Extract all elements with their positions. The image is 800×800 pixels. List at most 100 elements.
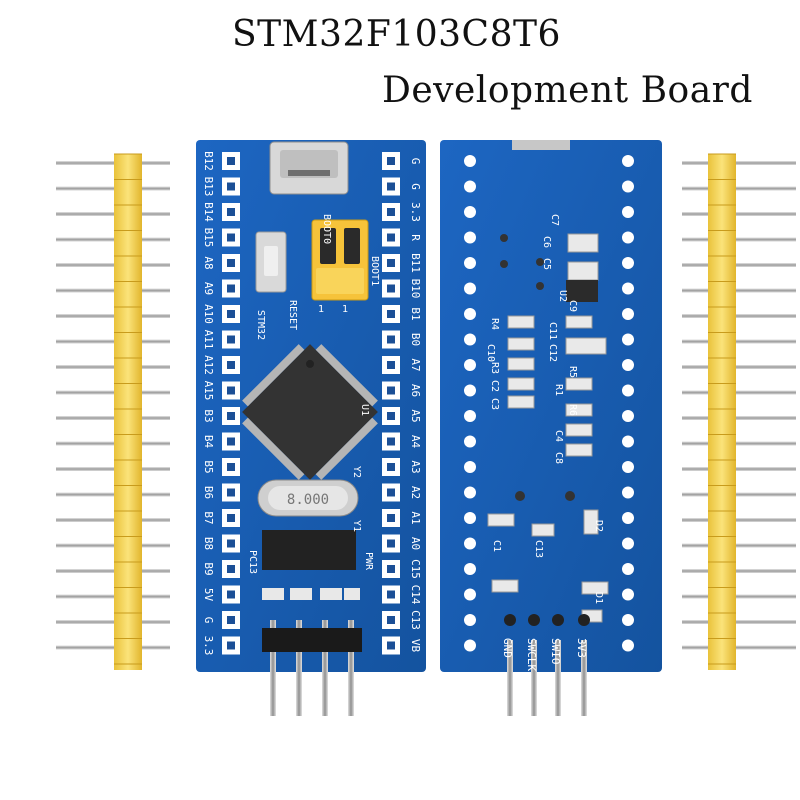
pin-hole: [622, 333, 634, 346]
header-pin: [56, 594, 170, 599]
pin-label: B1: [409, 307, 422, 320]
pin-label: A4: [409, 435, 422, 449]
header-pin: [682, 288, 796, 293]
pin-label: C15: [409, 559, 422, 579]
mcu-chip: [242, 344, 378, 480]
pin-hole: [464, 257, 476, 269]
pin-hole: [464, 308, 476, 320]
pin-hole: [622, 384, 634, 397]
pin-label: B8: [202, 537, 215, 550]
pin-hole: [464, 231, 476, 244]
label-pc13: PC13: [247, 550, 258, 574]
header-pin: [56, 543, 170, 548]
component-label: C5: [541, 258, 552, 270]
header-pin: [682, 645, 796, 650]
label-y2: Y2: [351, 466, 362, 478]
swd-label: SWIO: [549, 638, 562, 665]
swd-pin: [322, 620, 328, 716]
header-pin: [56, 365, 170, 369]
header-pin: [682, 212, 796, 216]
pin-label: C13: [409, 610, 422, 630]
header-pin: [56, 263, 170, 267]
pin-hole: [622, 257, 634, 269]
back-swd-pins: [504, 614, 590, 716]
component-label: C10: [485, 344, 496, 362]
label-pwr: PWR: [363, 552, 374, 571]
pin-label: B4: [202, 435, 215, 449]
component-label: C8: [553, 452, 564, 464]
label-brand: STM32: [255, 310, 266, 340]
pin-label: A1: [409, 511, 422, 524]
label-crystal: 8.000: [287, 492, 329, 508]
front-left-pin-column: [222, 152, 240, 655]
title-line-2: Development Board: [382, 70, 753, 111]
header-pin: [56, 492, 170, 497]
pin-label: A7: [409, 358, 422, 371]
component-label: C9: [567, 300, 578, 312]
header-pin: [682, 263, 796, 267]
pin-label: A15: [202, 381, 215, 401]
header-pin: [682, 390, 796, 395]
component-label: C11: [547, 322, 558, 340]
pin-label: A3: [409, 460, 422, 473]
front-left-pin-labels: B12B13B14B15A8A9A10A11A12A15B3B4B5B6B7B8…: [202, 151, 215, 655]
pin-hole: [622, 308, 634, 320]
pin-hole: [464, 461, 476, 473]
pin-hole: [464, 206, 476, 218]
pin-label: B15: [202, 228, 215, 248]
pin-hole: [622, 282, 634, 295]
pin-hole: [464, 588, 476, 601]
header-pin: [682, 569, 796, 573]
header-pin: [56, 212, 170, 216]
pin-label: B10: [409, 279, 422, 299]
component-label: C6: [541, 236, 552, 248]
header-pin: [682, 186, 796, 191]
component-label: U2: [557, 290, 568, 302]
pin-hole: [464, 180, 476, 193]
pin-hole: [464, 384, 476, 397]
pin-hole: [464, 282, 476, 295]
back-left-pad-column: [464, 155, 476, 652]
header-pin: [56, 339, 170, 344]
title-line-1: STM32F103C8T6: [232, 14, 561, 55]
header-pin: [56, 186, 170, 191]
component-label: D1: [593, 592, 604, 604]
header-pin: [56, 390, 170, 395]
component-label: C1: [491, 540, 502, 552]
pin-label: A11: [202, 330, 215, 350]
header-pin: [56, 620, 170, 624]
pin-hole: [622, 231, 634, 244]
pin-label: B12: [202, 151, 215, 171]
pin-label: 3.3: [409, 202, 422, 222]
front-right-pin-column: [382, 152, 400, 655]
pin-hole: [622, 486, 634, 499]
front-board: [196, 140, 426, 672]
pin-label: 3.3: [202, 636, 215, 656]
component-label: R6: [567, 404, 578, 416]
header-pin: [56, 645, 170, 650]
header-pin: [682, 339, 796, 344]
pin-label: G: [409, 183, 422, 190]
pin-hole: [464, 639, 476, 652]
component-label: C4: [553, 430, 564, 442]
pin-label: A12: [202, 355, 215, 375]
component-label: R5: [567, 366, 578, 378]
pin-label: B5: [202, 460, 215, 473]
pin-hole: [622, 180, 634, 193]
label-boot0: BOOT0: [321, 214, 332, 244]
pin-label: G: [409, 158, 422, 165]
header-pin: [682, 518, 796, 522]
component-label: D2: [593, 520, 604, 532]
header-pin: [56, 161, 170, 165]
swd-pin: [555, 640, 561, 716]
pin-label: A8: [202, 256, 215, 269]
pin-hole: [622, 512, 634, 524]
back-board: [440, 140, 662, 672]
header-pin: [56, 569, 170, 573]
header-pin: [682, 620, 796, 624]
pin-label: B9: [202, 562, 215, 575]
pin-header-right: [682, 153, 796, 670]
header-pin: [682, 467, 796, 471]
